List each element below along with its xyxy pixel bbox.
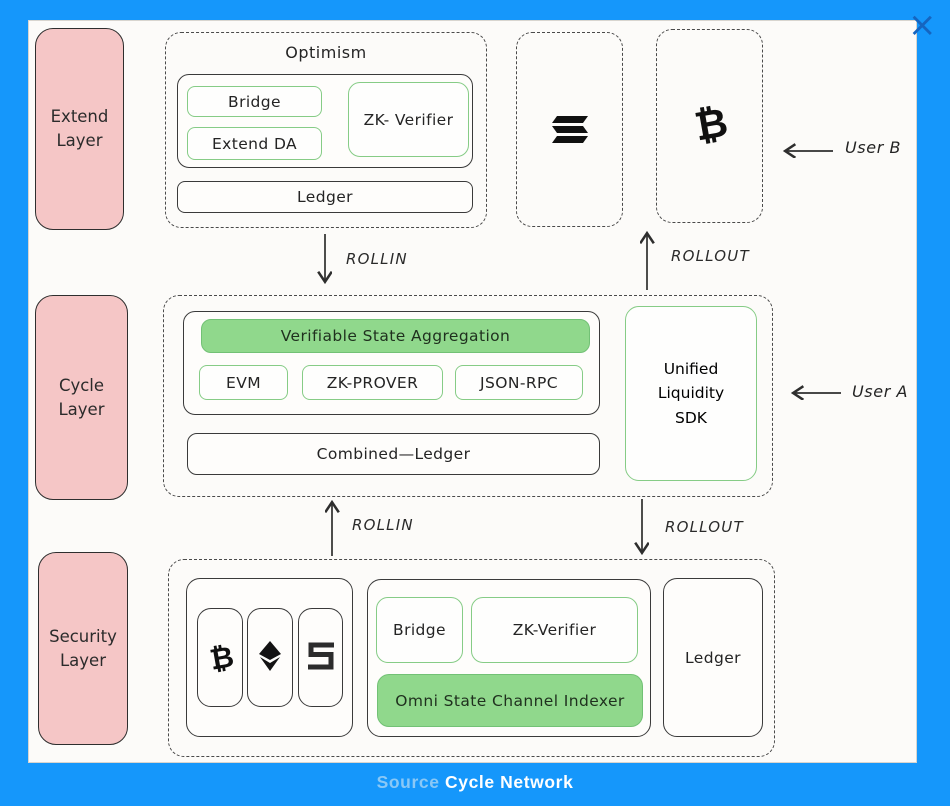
bitcoin-chain-box: ₿ <box>656 29 763 223</box>
source-value: Cycle Network <box>445 772 574 792</box>
security-zk-verifier-box: ZK-Verifier <box>471 597 638 663</box>
extend-da-box: Extend DA <box>187 127 322 160</box>
extend-layer-label: Extend Layer <box>35 28 124 230</box>
security-ledger-box: Ledger <box>663 578 763 737</box>
solana-icon <box>552 116 589 148</box>
s-chain-mini-box <box>298 608 343 707</box>
bitcoin-icon: ₿ <box>691 99 732 151</box>
security-bridge-box: Bridge <box>376 597 463 663</box>
s-chain-icon <box>307 642 335 674</box>
close-icon[interactable]: × <box>908 5 937 45</box>
json-rpc-box: JSON-RPC <box>455 365 583 400</box>
bitcoin-icon: ₿ <box>207 639 237 677</box>
security-layer-label: Security Layer <box>38 552 128 745</box>
bitcoin-mini-box: ₿ <box>197 608 243 707</box>
unified-liquidity-sdk-box: Unified Liquidity SDK <box>625 306 757 481</box>
user-b-label: User B <box>845 138 902 157</box>
optimism-title: Optimism <box>285 42 367 62</box>
combined-ledger-box: Combined—Ledger <box>187 433 600 475</box>
ethereum-mini-box <box>247 608 293 707</box>
security-group-box <box>168 559 775 757</box>
rollin-bottom-label: ROLLIN <box>352 516 414 534</box>
source-label: Source <box>376 772 440 792</box>
optimism-ledger-box: Ledger <box>177 181 473 213</box>
optimism-bridge-box: Bridge <box>187 86 322 117</box>
solana-chain-box <box>516 32 623 227</box>
rollout-top-label: ROLLOUT <box>671 247 750 265</box>
user-a-label: User A <box>852 382 909 401</box>
omni-state-channel-indexer-box: Omni State Channel Indexer <box>377 674 643 727</box>
source-caption: Source Cycle Network <box>0 772 950 793</box>
cycle-layer-label: Cycle Layer <box>35 295 128 500</box>
optimism-group-box <box>165 32 487 228</box>
rollin-top-label: ROLLIN <box>346 250 408 268</box>
verifiable-state-aggregation-box: Verifiable State Aggregation <box>201 319 590 353</box>
zk-prover-box: ZK-PROVER <box>302 365 443 400</box>
cycle-group-box <box>163 295 773 497</box>
rollout-bottom-label: ROLLOUT <box>665 518 744 536</box>
evm-box: EVM <box>199 365 288 400</box>
optimism-zk-verifier-box: ZK- Verifier <box>348 82 469 157</box>
ethereum-icon <box>258 640 282 676</box>
